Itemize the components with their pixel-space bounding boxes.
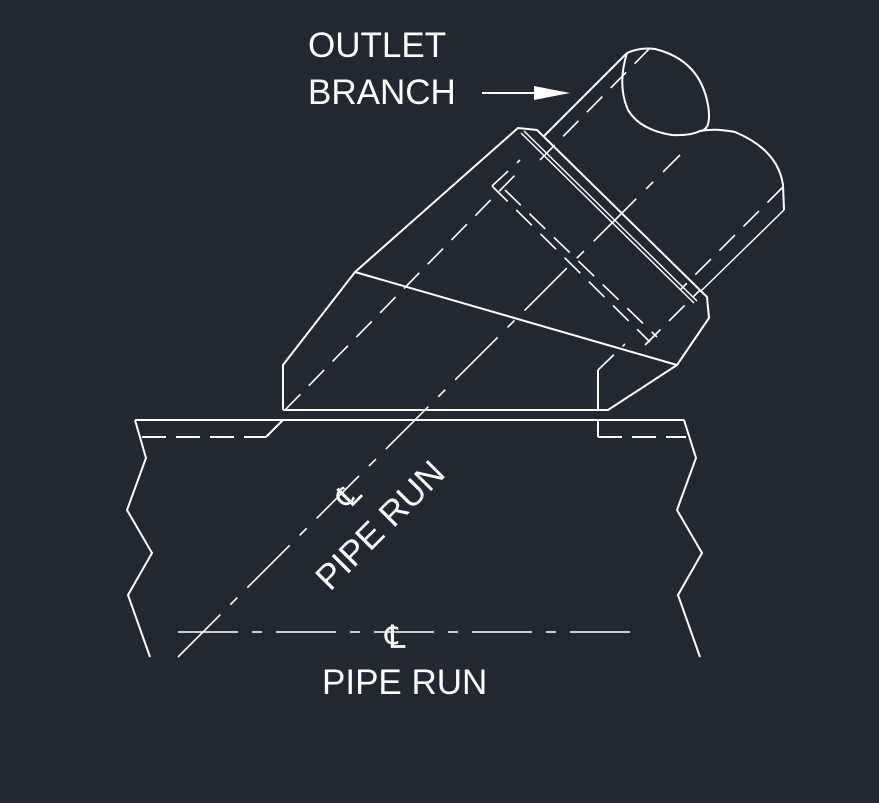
outlet-label: OUTLET [308, 26, 446, 65]
diagonal-centerline [177, 154, 681, 658]
horiz-pipe-run-label: PIPE RUN [322, 663, 487, 702]
horiz-cl-symbol: ℄ [384, 619, 406, 655]
branch-label: BRANCH [308, 73, 456, 112]
diag-pipe-run-label: PIPE RUN [308, 453, 452, 597]
leader-arrow [482, 86, 570, 100]
svg-text:℄: ℄ [327, 475, 368, 516]
pipe-run-outline [125, 419, 704, 658]
branch-pipe [539, 47, 785, 293]
diag-cl-symbol: ℄ [327, 475, 368, 516]
fitting-body [282, 126, 711, 411]
